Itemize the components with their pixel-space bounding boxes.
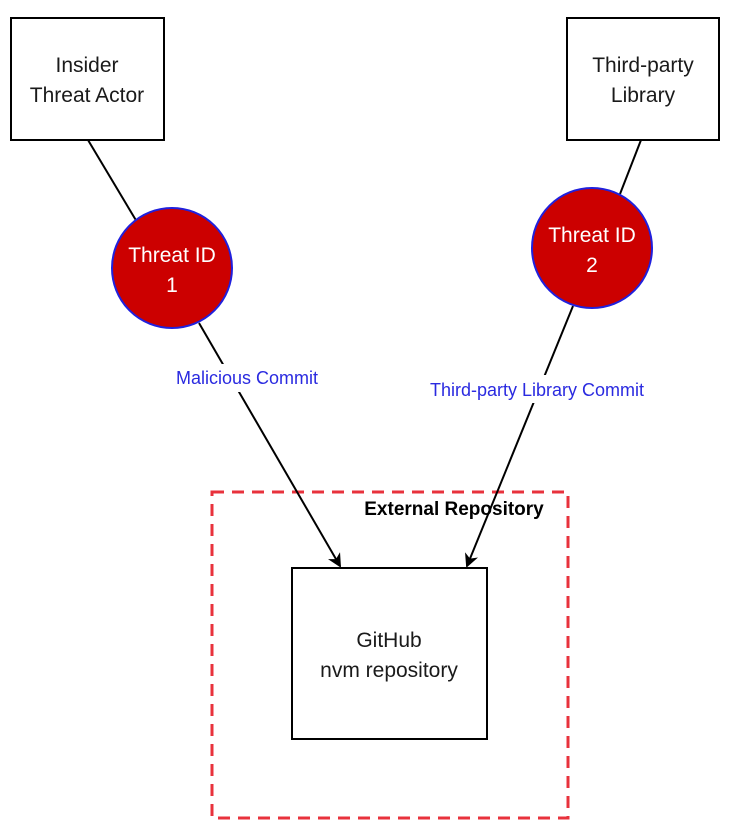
boundary-label: External Repository [364,499,544,520]
threat-2-label-line-2: 2 [586,254,598,277]
github-nvm-repository-node[interactable]: GitHub nvm repository [291,567,488,740]
third-party-library-box [566,17,720,141]
repo-label-line-1: GitHub [356,629,421,652]
threat-2-node[interactable]: Threat ID 2 [531,187,653,309]
malicious-commit-arrow [198,322,342,568]
third-party-library-commit-arrow [465,305,574,568]
threat-2-circle [531,187,653,309]
insider-label-line-1: Insider [55,54,118,77]
github-nvm-repository-box [291,567,488,740]
threat-1-label-line-1: Threat ID [128,244,216,267]
library-label-line-2: Library [611,84,676,107]
threat-1-node[interactable]: Threat ID 1 [111,207,233,329]
external-repository-boundary: External Repository [210,490,570,820]
edge-label-background [405,375,669,403]
insider-threat-actor-node[interactable]: Insider Threat Actor [10,17,165,141]
threat-1-circle [111,207,233,329]
third-party-library-commit-label: Third-party Library Commit [430,380,644,400]
insider-threat-actor-box [10,17,165,141]
library-label-line-1: Third-party [592,54,694,77]
edge-third-party-library-commit: Third-party Library Commit [405,305,669,568]
edge-label-background [160,364,336,392]
third-party-library-node[interactable]: Third-party Library [566,17,720,141]
library-to-threat-2-connector [619,139,642,195]
threat-1-label-line-2: 1 [166,274,178,297]
threat-2-label-line-1: Threat ID [548,224,636,247]
insider-label-line-2: Threat Actor [30,84,144,107]
boundary-outline [210,490,570,820]
edge-malicious-commit: Malicious Commit [160,322,342,568]
repo-label-line-2: nvm repository [320,659,458,682]
malicious-commit-label: Malicious Commit [176,368,318,388]
insider-to-threat-1-connector [87,139,138,223]
